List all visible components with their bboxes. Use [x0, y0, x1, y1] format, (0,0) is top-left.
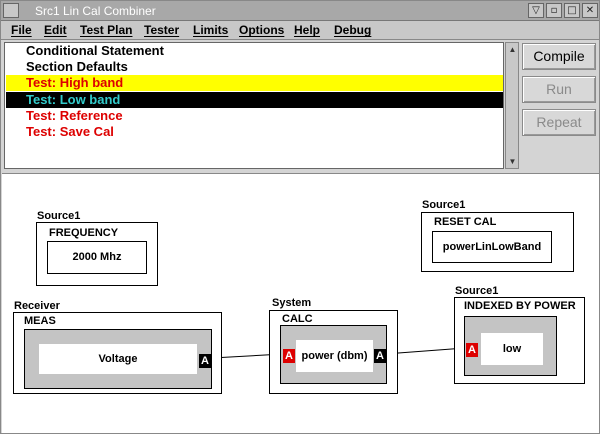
system-calc-body: A power (dbm) A [280, 325, 387, 384]
menu-debug[interactable]: Debug [334, 23, 372, 37]
system-calc-node[interactable]: CALC A power (dbm) A [269, 310, 398, 394]
menu-help[interactable]: Help [294, 23, 321, 37]
node-owner-label: Source1 [455, 285, 499, 297]
title-bar: Src1 Lin Cal Combiner ▽ ▫ □ ✕ [1, 1, 599, 21]
menu-tester[interactable]: Tester [144, 23, 180, 37]
node-title: RESET CAL [434, 216, 497, 228]
menu-edit[interactable]: Edit [44, 23, 67, 37]
list-item[interactable]: Test: Reference [6, 108, 503, 124]
node-owner-label: System [272, 297, 312, 309]
scroll-up-icon[interactable]: ▲ [508, 45, 517, 54]
list-scrollbar[interactable]: ▲ ▼ [505, 42, 519, 169]
repeat-button[interactable]: Repeat [522, 109, 596, 136]
list-item[interactable]: Test: Save Cal [6, 124, 503, 140]
node-owner-label: Receiver [14, 300, 60, 312]
menu-limits[interactable]: Limits [193, 23, 229, 37]
node-owner-label: Source1 [422, 199, 466, 211]
maximize-window-icon[interactable]: □ [564, 3, 580, 18]
run-button[interactable]: Run [522, 76, 596, 103]
voltage-value[interactable]: Voltage [39, 344, 197, 374]
shade-window-icon[interactable]: ▽ [528, 3, 544, 18]
input-port-icon[interactable]: A [466, 343, 478, 357]
indexed-by-power-node[interactable]: INDEXED BY POWER A low [454, 297, 585, 384]
output-port-icon[interactable]: A [199, 354, 211, 368]
power-dbm-value[interactable]: power (dbm) [296, 340, 373, 372]
test-section-list[interactable]: Conditional Statement Section Defaults T… [4, 42, 504, 169]
node-title: INDEXED BY POWER [464, 300, 576, 312]
node-title: MEAS [24, 315, 56, 327]
node-title: FREQUENCY [49, 227, 119, 239]
window-title: Src1 Lin Cal Combiner [35, 4, 156, 18]
node-owner-label: Source1 [37, 210, 81, 222]
compile-button[interactable]: Compile [522, 43, 596, 70]
low-value[interactable]: low [481, 333, 543, 365]
node-title: CALC [282, 313, 313, 325]
menu-file[interactable]: File [11, 23, 32, 37]
list-item[interactable]: Section Defaults [6, 59, 503, 75]
frequency-value[interactable]: 2000 Mhz [47, 241, 147, 274]
receiver-meas-body: Voltage A [24, 329, 212, 389]
input-port-icon[interactable]: A [283, 349, 295, 363]
reset-cal-value[interactable]: powerLinLowBand [432, 231, 552, 263]
scroll-down-icon[interactable]: ▼ [508, 157, 517, 166]
receiver-meas-node[interactable]: MEAS Voltage A [13, 312, 222, 394]
output-port-icon[interactable]: A [374, 349, 386, 363]
indexed-body: A low [464, 316, 557, 376]
menu-bar: File Edit Test Plan Tester Limits Option… [1, 21, 599, 40]
list-item[interactable]: Test: High band [6, 75, 503, 91]
close-window-icon[interactable]: ✕ [582, 3, 598, 18]
menu-options[interactable]: Options [239, 23, 285, 37]
diagram-canvas[interactable]: Source1 FREQUENCY 2000 Mhz Source1 RESET… [2, 173, 599, 433]
menu-test-plan[interactable]: Test Plan [80, 23, 133, 37]
minimize-window-icon[interactable]: ▫ [546, 3, 562, 18]
window-menu-icon[interactable] [3, 3, 19, 18]
list-item[interactable]: Test: Low band [6, 92, 503, 108]
list-item[interactable]: Conditional Statement [6, 43, 503, 59]
reset-cal-node[interactable]: RESET CAL powerLinLowBand [421, 212, 574, 272]
frequency-node[interactable]: FREQUENCY 2000 Mhz [36, 222, 158, 286]
